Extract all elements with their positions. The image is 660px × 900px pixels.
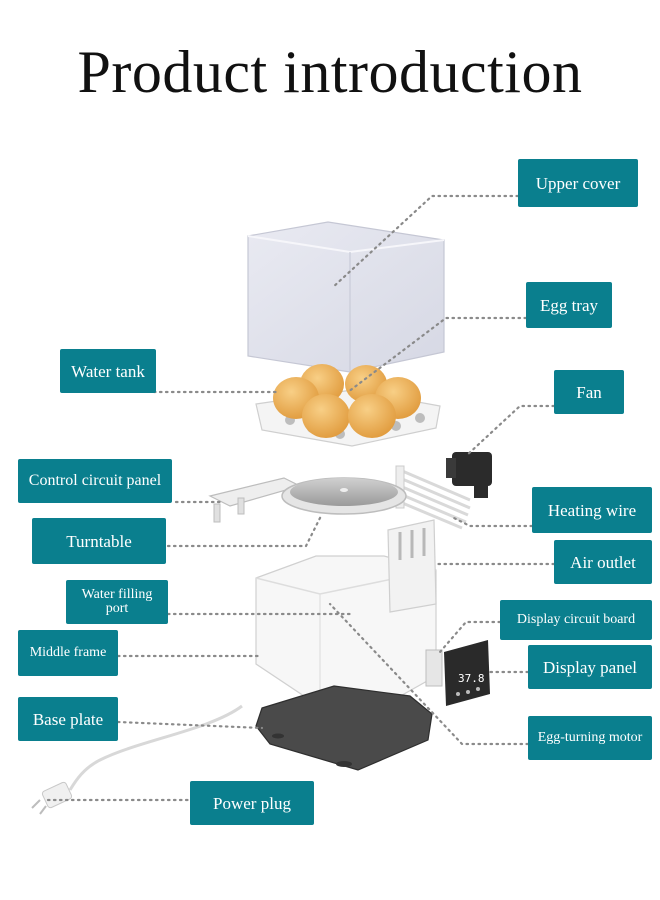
display-circuit-board-shape — [425, 649, 443, 687]
label-water-tank: Water tank — [60, 349, 156, 393]
label-middle-frame: Middle frame — [18, 630, 118, 676]
turntable-shape — [281, 477, 407, 515]
label-heating-wire: Heating wire — [532, 487, 652, 533]
base-plate-shape — [255, 685, 433, 771]
fan-shape — [446, 452, 492, 498]
label-base-plate: Base plate — [18, 697, 118, 741]
label-fan: Fan — [554, 370, 624, 414]
heating-wire-shape — [395, 465, 471, 530]
upper-cover-shape — [247, 221, 445, 373]
display-panel-shape: 37.8 — [444, 640, 490, 706]
page-title: Product introduction — [77, 39, 583, 105]
label-egg-turning-motor: Egg-turning motor — [528, 716, 652, 760]
label-egg-tray: Egg tray — [526, 282, 612, 328]
eggs — [273, 364, 421, 438]
display-reading: 37.8 — [458, 672, 485, 685]
label-turntable: Turntable — [32, 518, 166, 564]
label-upper-cover: Upper cover — [518, 159, 638, 207]
middle-frame-shape — [255, 519, 437, 713]
label-power-plug: Power plug — [190, 781, 314, 825]
label-air-outlet: Air outlet — [554, 540, 652, 584]
label-water-filling-port: Water filling port — [66, 580, 168, 624]
leader-lines — [46, 194, 556, 802]
label-display-circuit-board: Display circuit board — [500, 600, 652, 640]
label-display-panel: Display panel — [528, 645, 652, 689]
label-control-circuit-panel: Control circuit panel — [18, 459, 172, 503]
power-plug-shape — [31, 704, 243, 815]
